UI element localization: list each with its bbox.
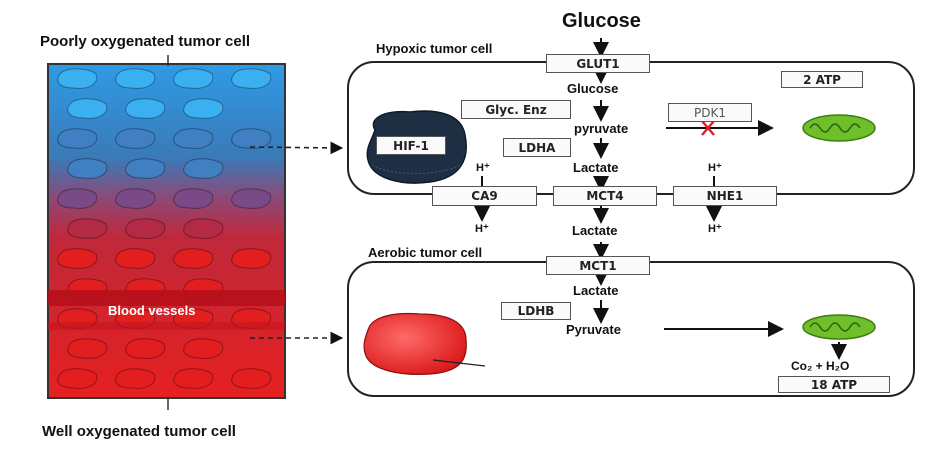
lactate-label-hypoxic: Lactate bbox=[573, 160, 619, 175]
tumor-cell-blob bbox=[57, 368, 98, 389]
tumor-cell-blob bbox=[183, 338, 224, 359]
hif1-box: HIF-1 bbox=[376, 136, 446, 155]
tumor-cell-blob bbox=[183, 218, 224, 239]
glucose-title: Glucose bbox=[562, 10, 641, 32]
tumor-cell-blob bbox=[173, 68, 214, 89]
ldhb-box: LDHB bbox=[501, 302, 571, 320]
tumor-cell-blob bbox=[125, 218, 166, 239]
pdk1-box: PDK1 bbox=[668, 103, 752, 122]
lactate-label-aerobic: Lactate bbox=[573, 283, 619, 298]
tumor-cell-blob bbox=[231, 68, 272, 89]
tumor-cell-blob bbox=[231, 368, 272, 389]
ldha-box: LDHA bbox=[503, 138, 571, 157]
tumor-cell-blob bbox=[67, 218, 108, 239]
atp-2-box: 2 ATP bbox=[781, 71, 863, 88]
tumor-cell-blob bbox=[115, 188, 156, 209]
pyruvate-label-aerobic: Pyruvate bbox=[566, 322, 621, 337]
blood-vessels-label: Blood vessels bbox=[108, 303, 196, 318]
h-plus-in-left: H⁺ bbox=[476, 162, 490, 174]
tumor-cell-blob bbox=[173, 368, 214, 389]
tumor-cell-blob bbox=[57, 128, 98, 149]
h-plus-out-left: H⁺ bbox=[475, 223, 489, 235]
tumor-cell-blob bbox=[67, 158, 108, 179]
tumor-cell-blob bbox=[67, 98, 108, 119]
tumor-cell-blob bbox=[115, 248, 156, 269]
tissue-column bbox=[47, 55, 286, 410]
tumor-cell-blob bbox=[125, 338, 166, 359]
mct4-box: MCT4 bbox=[553, 186, 657, 206]
tumor-cell-blob bbox=[125, 98, 166, 119]
ca9-box: CA9 bbox=[432, 186, 537, 206]
atp-18-box: 18 ATP bbox=[778, 376, 890, 393]
glucose-label: Glucose bbox=[567, 81, 619, 96]
lactate-label-extracellular: Lactate bbox=[572, 223, 618, 238]
mitochondria-icon bbox=[802, 114, 876, 142]
tumor-cell-blob bbox=[183, 98, 224, 119]
tumor-cell-blob bbox=[231, 248, 272, 269]
tumor-cell-blob bbox=[115, 68, 156, 89]
nhe1-box: NHE1 bbox=[673, 186, 777, 206]
tumor-cell-blob bbox=[231, 128, 272, 149]
tumor-cell-blob bbox=[57, 68, 98, 89]
mct1-box: MCT1 bbox=[546, 256, 650, 275]
tumor-cell-blobs bbox=[57, 68, 272, 389]
h-plus-out-right: H⁺ bbox=[708, 223, 722, 235]
tumor-cell-blob bbox=[173, 248, 214, 269]
tumor-cell-blob bbox=[115, 368, 156, 389]
tumor-cell-blob bbox=[115, 128, 156, 149]
glut1-box: GLUT1 bbox=[546, 54, 650, 73]
aerobic-tumor-blob bbox=[363, 312, 467, 375]
mitochondria-icon bbox=[802, 314, 876, 340]
aerobic-cell-title: Aerobic tumor cell bbox=[368, 245, 483, 260]
dashed-arrow-hypoxic bbox=[249, 141, 344, 155]
well-oxygenated-label: Well oxygenated tumor cell bbox=[42, 423, 236, 440]
co2-h2o-label: Co₂ + H₂O bbox=[791, 359, 850, 373]
glyc-enz-box: Glyc. Enz bbox=[461, 100, 571, 119]
inhibition-x-icon bbox=[701, 120, 715, 136]
pyruvate-label: pyruvate bbox=[574, 121, 629, 136]
tumor-cell-blob bbox=[183, 158, 224, 179]
tumor-cell-blob bbox=[67, 338, 108, 359]
h-plus-in-right: H⁺ bbox=[708, 162, 722, 174]
blood-vessel-band bbox=[48, 290, 285, 306]
blood-vessel-band bbox=[48, 322, 285, 330]
tumor-cell-blob bbox=[57, 188, 98, 209]
tumor-cell-blob bbox=[125, 158, 166, 179]
tumor-cell-blob bbox=[173, 188, 214, 209]
tumor-cell-blob bbox=[173, 128, 214, 149]
tumor-cell-blob bbox=[57, 248, 98, 269]
tumor-cell-blob bbox=[231, 188, 272, 209]
hypoxic-cell-title: Hypoxic tumor cell bbox=[376, 41, 493, 56]
poorly-oxygenated-label: Poorly oxygenated tumor cell bbox=[40, 33, 251, 50]
